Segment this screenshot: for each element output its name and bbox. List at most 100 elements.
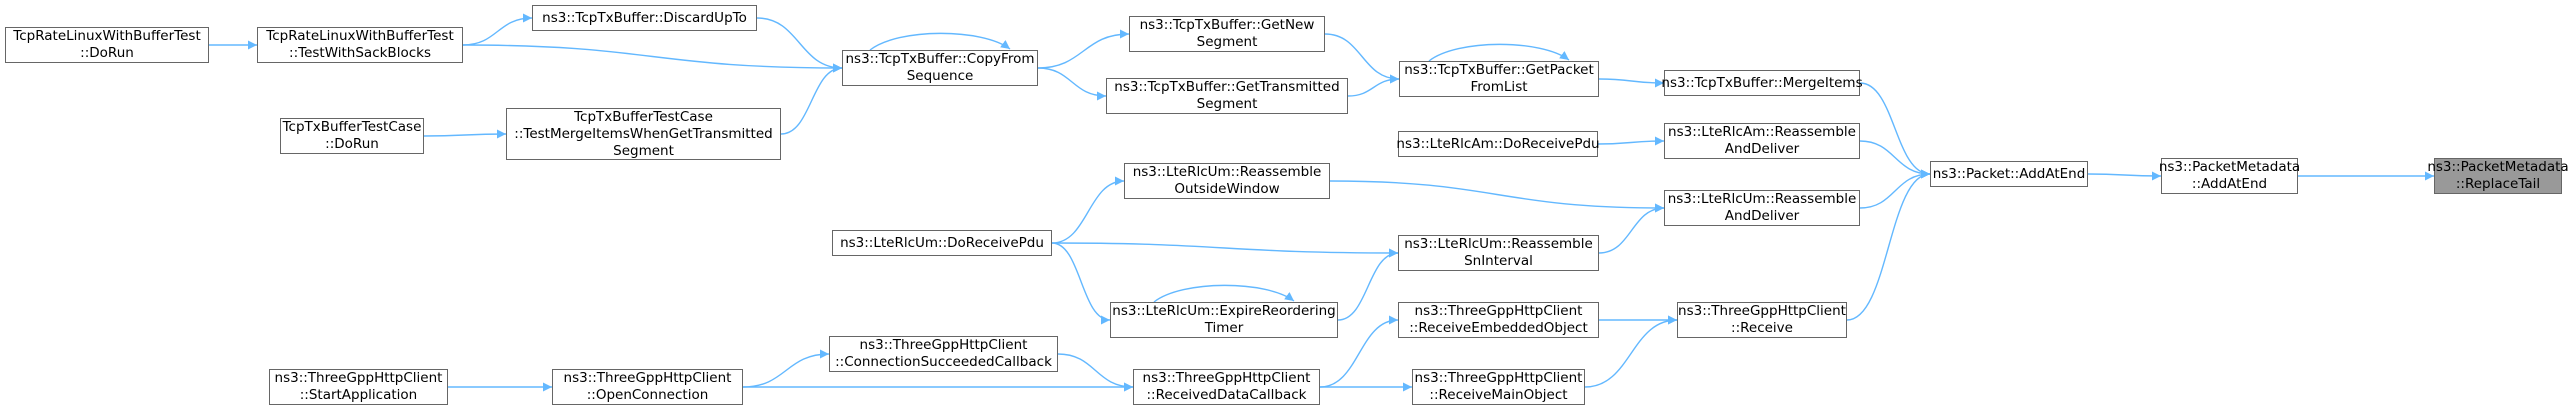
call-edge (1057, 353, 1134, 392)
node-label-line: ns3::LteRlcAm::Reassemble (1668, 124, 1856, 140)
call-edge (1347, 74, 1400, 97)
call-edge (423, 129, 507, 139)
node-label-line: TcpRateLinuxWithBufferTest (266, 28, 454, 44)
call-edge (1319, 315, 1399, 388)
node-label-line: ::TestWithSackBlocks (289, 45, 431, 61)
caller-node[interactable]: ns3::PacketMetadata::AddAtEnd (2159, 158, 2300, 194)
call-edge (1598, 78, 1665, 88)
node-label-line: ::ReceiveMainObject (1429, 387, 1568, 403)
call-edge (756, 17, 843, 73)
node-label-line: Sequence (906, 68, 974, 84)
caller-node[interactable]: ns3::ThreeGppHttpClient::OpenConnection (552, 369, 743, 405)
node-label-line: ns3::LteRlcUm::Reassemble (1132, 164, 1322, 180)
node-label-line: ns3::TcpTxBuffer::GetNew (1139, 17, 1315, 33)
node-label-line: ns3::TcpTxBuffer::MergeItems (1661, 74, 1863, 91)
caller-node[interactable]: ns3::ThreeGppHttpClient::Receive (1677, 302, 1847, 338)
node-label-line: ::ReplaceTail (2455, 176, 2541, 192)
node-label-line: AndDeliver (1724, 141, 1800, 157)
node-label-line: ::DoRun (325, 136, 379, 152)
node-label-line: ::ReceivedDataCallback (1146, 387, 1307, 403)
caller-node[interactable]: ns3::ThreeGppHttpClient::ReceiveEmbedded… (1398, 302, 1599, 338)
node-label-line: ns3::LteRlcUm::DoReceivePdu (840, 234, 1044, 251)
caller-node[interactable]: ns3::Packet::AddAtEnd (1930, 161, 2088, 187)
node-label-line: ns3::TcpTxBuffer::GetTransmitted (1114, 79, 1340, 95)
node-label-line: ns3::ThreeGppHttpClient (1414, 370, 1583, 386)
caller-node[interactable]: ns3::ThreeGppHttpClient::ReceivedDataCal… (1133, 369, 1320, 405)
node-label-line: OutsideWindow (1174, 181, 1280, 197)
call-edge (1428, 43, 1570, 62)
node-label-line: TcpRateLinuxWithBufferTest (13, 28, 201, 44)
node-label-line: ns3::ThreeGppHttpClient (1142, 370, 1311, 386)
node-label-line: Segment (613, 142, 674, 159)
caller-node[interactable]: ns3::ThreeGppHttpClient::ConnectionSucce… (829, 336, 1058, 372)
call-edge (1584, 315, 1678, 388)
call-edge (1846, 169, 1931, 321)
node-label-line: Timer (1204, 320, 1244, 336)
caller-node[interactable]: ns3::LteRlcAm::DoReceivePdu (1396, 131, 1600, 157)
node-label-line: ::AddAtEnd (2191, 176, 2268, 192)
node-label-line: ::ReceiveEmbeddedObject (1409, 320, 1588, 336)
call-edge (742, 349, 830, 388)
call-edge (462, 44, 843, 73)
node-label-line: SnInterval (1464, 253, 1533, 269)
call-edge (1324, 33, 1400, 84)
call-edge (462, 13, 533, 46)
node-label-line: ::TestMergeItemsWhenGetTransmitted (514, 125, 773, 142)
caller-node[interactable]: TcpRateLinuxWithBufferTest::DoRun (5, 27, 209, 63)
caller-node[interactable]: TcpTxBufferTestCase::TestMergeItemsWhenG… (506, 108, 781, 160)
call-edge (1153, 284, 1295, 303)
node-label-line: ns3::TcpTxBuffer::DiscardUpTo (542, 9, 747, 26)
node-label-line: ns3::LteRlcAm::DoReceivePdu (1396, 135, 1600, 152)
call-edge (1598, 203, 1665, 254)
caller-node[interactable]: ns3::TcpTxBuffer::DiscardUpTo (532, 5, 757, 31)
call-edge (1859, 82, 1931, 179)
call-edge (780, 63, 843, 135)
node-label-line: ns3::ThreeGppHttpClient (563, 370, 732, 386)
node-label-line: ns3::ThreeGppHttpClient (1414, 303, 1583, 319)
node-label-line: ns3::LteRlcUm::Reassemble (1404, 236, 1593, 252)
call-edge (1859, 169, 1931, 209)
caller-node[interactable]: TcpTxBufferTestCase::DoRun (280, 118, 424, 154)
call-edge (1051, 242, 1111, 325)
call-edge (1337, 248, 1399, 321)
node-label-line: ::OpenConnection (586, 387, 709, 403)
node-label-line: ns3::TcpTxBuffer::GetPacket (1404, 62, 1594, 78)
call-edge (1051, 242, 1399, 258)
node-label-line: ns3::LteRlcUm::ExpireReordering (1112, 303, 1336, 319)
node-label-line: TcpTxBufferTestCase (282, 119, 422, 135)
call-edge (2087, 171, 2162, 181)
node-label-line: TcpTxBufferTestCase (574, 108, 713, 125)
call-edge (1597, 136, 1665, 146)
caller-node[interactable]: ns3::TcpTxBuffer::MergeItems (1661, 70, 1863, 96)
call-edge (1329, 180, 1665, 213)
call-edge (869, 32, 1011, 51)
caller-node[interactable]: ns3::LteRlcUm::DoReceivePdu (832, 230, 1052, 256)
node-label-line: Segment (1196, 96, 1258, 112)
node-label-line: ns3::LteRlcUm::Reassemble (1667, 191, 1857, 207)
node-label-line: ns3::Packet::AddAtEnd (1932, 165, 2086, 182)
node-label-line: ::StartApplication (299, 387, 418, 403)
current-function-node: ns3::PacketMetadata::ReplaceTail (2427, 158, 2569, 194)
node-label-line: AndDeliver (1724, 208, 1800, 224)
node-label-line: ns3::ThreeGppHttpClient (859, 337, 1028, 353)
node-label-line: ns3::PacketMetadata (2427, 159, 2569, 175)
node-label-line: ns3::TcpTxBuffer::CopyFrom (845, 51, 1035, 67)
caller-node[interactable]: TcpRateLinuxWithBufferTest::TestWithSack… (257, 27, 463, 63)
node-label-line: ::Receive (1731, 320, 1793, 336)
caller-node[interactable]: ns3::ThreeGppHttpClient::ReceiveMainObje… (1412, 369, 1585, 405)
call-edge (1037, 67, 1107, 101)
caller-node[interactable]: ns3::ThreeGppHttpClient::StartApplicatio… (269, 369, 448, 405)
node-label-line: ns3::ThreeGppHttpClient (274, 370, 443, 386)
node-label-line: Segment (1196, 34, 1258, 50)
call-edge (1037, 29, 1130, 69)
